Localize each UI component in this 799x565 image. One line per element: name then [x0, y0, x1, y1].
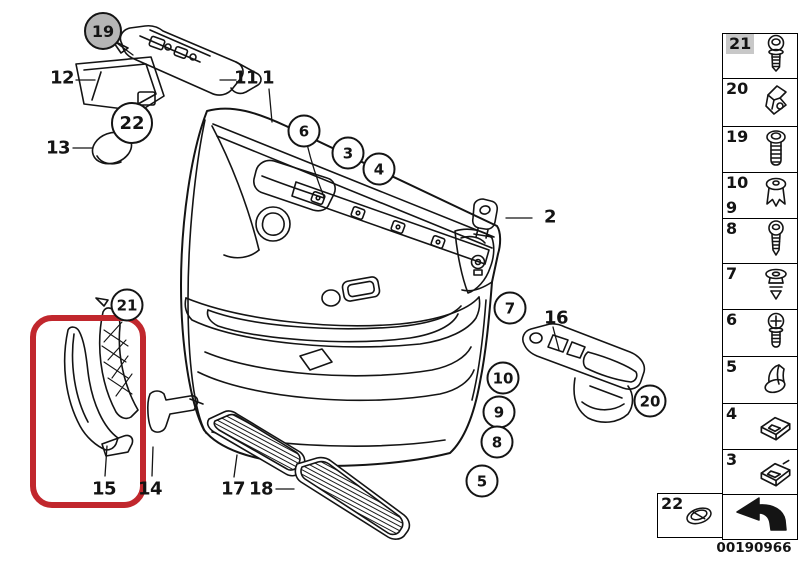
legend-number: 10: [726, 173, 749, 192]
tapping-screw-icon: [756, 218, 796, 264]
callout-22[interactable]: 22: [111, 102, 153, 144]
legend-arrow-cell[interactable]: [723, 495, 797, 539]
spacer-clip-icon: [756, 356, 796, 404]
mirror-triangle-art: [454, 228, 495, 294]
label-16[interactable]: 16: [543, 307, 569, 329]
legend-item-7[interactable]: 7: [723, 264, 797, 310]
callout-21[interactable]: 21: [110, 288, 144, 322]
pan-head-screw-icon: [756, 127, 796, 173]
legend-number: 5: [726, 357, 738, 376]
direction-arrow-icon: [731, 496, 791, 538]
callout-4[interactable]: 4: [362, 152, 396, 186]
cover-cap-icon: [680, 495, 718, 537]
callout-19[interactable]: 19: [84, 12, 122, 50]
expansion-rivet-icon: [756, 173, 796, 219]
legend-item-20[interactable]: 20: [723, 79, 797, 127]
callout-5[interactable]: 5: [465, 464, 499, 498]
legend-number: 3: [726, 450, 738, 469]
callout-8[interactable]: 8: [480, 425, 514, 459]
part-15-pull-handle-art: [63, 326, 134, 457]
expansion-nut-icon: [756, 264, 796, 310]
legend-number: 6: [726, 310, 738, 329]
label-1[interactable]: 1: [261, 67, 275, 89]
mounting-clip-icon: [754, 404, 796, 450]
trim-strip-clips: [310, 191, 446, 249]
label-14[interactable]: 14: [137, 478, 163, 500]
label-18[interactable]: 18: [248, 478, 274, 500]
round-head-screw-icon: [756, 33, 796, 79]
legend-item-21[interactable]: 21: [723, 34, 797, 79]
label-2[interactable]: 2: [543, 206, 557, 228]
part-18-trim-strip-art: [294, 456, 411, 540]
label-11[interactable]: 11: [233, 67, 259, 89]
callout-9[interactable]: 9: [482, 395, 516, 429]
sheet-metal-clip-icon: [756, 79, 796, 127]
callout-10[interactable]: 10: [486, 361, 520, 395]
part-16-switch-bezel-art: [522, 323, 646, 423]
door-release-cutout: [321, 276, 381, 307]
label-15[interactable]: 15: [91, 478, 117, 500]
drawing-number: 00190966: [716, 540, 792, 556]
part-2-clip-art: [471, 198, 499, 239]
phillips-screw-icon: [756, 309, 796, 357]
fastener-legend: 21 20 19: [722, 33, 798, 540]
legend-number: 19: [726, 127, 749, 146]
speaker-cutout: [255, 206, 291, 242]
callout-3[interactable]: 3: [331, 136, 365, 170]
part-12-handle-trim-art: [75, 56, 165, 112]
legend-number: 9: [726, 198, 738, 217]
legend-item-3[interactable]: 3: [723, 450, 797, 495]
callout-6[interactable]: 6: [287, 114, 321, 148]
legend-item-22[interactable]: 22: [657, 493, 723, 538]
legend-number: 20: [726, 79, 749, 98]
legend-item-5[interactable]: 5: [723, 357, 797, 404]
legend-number: 8: [726, 219, 738, 238]
part-14-bracket-art: [147, 390, 204, 433]
callout-20[interactable]: 20: [633, 384, 667, 418]
legend-item-4[interactable]: 4: [723, 404, 797, 450]
callout-7[interactable]: 7: [493, 291, 527, 325]
label-12[interactable]: 12: [49, 67, 75, 89]
legend-item-10-9[interactable]: 10 9: [723, 173, 797, 219]
mounting-clip-icon: [754, 449, 796, 495]
legend-number: 4: [726, 404, 738, 423]
label-17[interactable]: 17: [220, 478, 246, 500]
legend-number: 22: [661, 494, 684, 513]
label-13[interactable]: 13: [45, 137, 71, 159]
legend-number: 7: [726, 264, 738, 283]
legend-item-6[interactable]: 6: [723, 310, 797, 357]
legend-item-8[interactable]: 8: [723, 219, 797, 264]
door-panel-art: [180, 107, 502, 467]
legend-number: 21: [726, 34, 755, 54]
legend-item-19[interactable]: 19: [723, 127, 797, 173]
highlight-box: [30, 315, 146, 508]
